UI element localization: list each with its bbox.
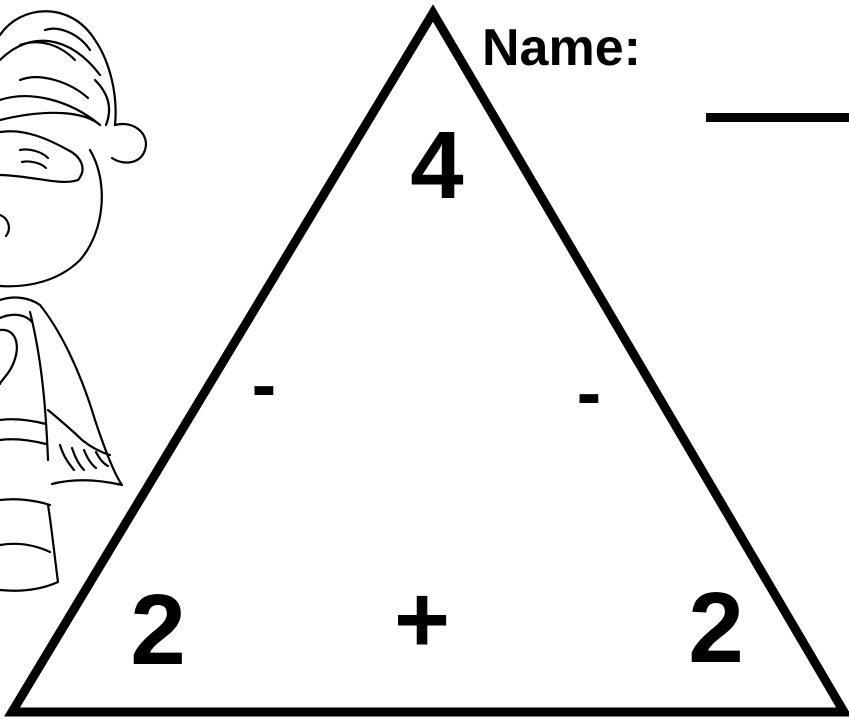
bottom-right-number: 2: [670, 578, 762, 678]
bottom-plus-sign: +: [384, 572, 460, 668]
left-minus-sign: -: [236, 348, 292, 422]
top-number: 4: [396, 118, 478, 214]
bottom-left-number: 2: [112, 580, 204, 680]
right-minus-sign: -: [561, 356, 617, 430]
name-label: Name:: [482, 22, 641, 74]
name-write-line[interactable]: [706, 113, 849, 122]
